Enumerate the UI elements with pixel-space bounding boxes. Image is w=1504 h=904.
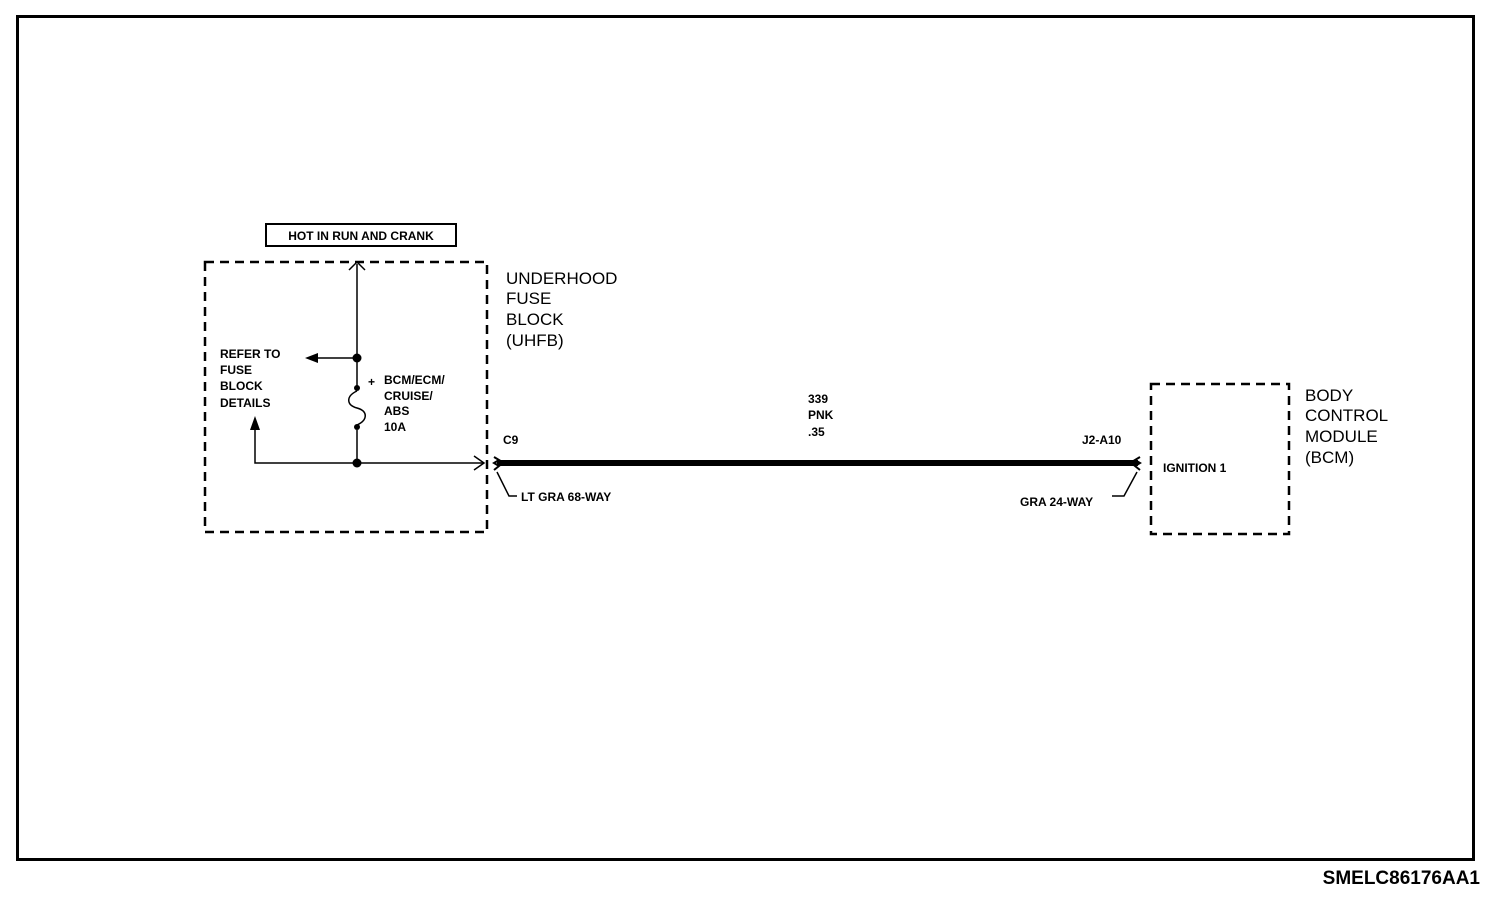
diagram-frame	[16, 15, 1475, 861]
feed-arrow-icon	[348, 260, 366, 271]
fuse-label-3: ABS	[384, 404, 409, 418]
drawing-code: SMELC86176AA1	[1322, 868, 1480, 889]
return-arrow-icon	[250, 416, 260, 430]
connector-j2-icon	[1133, 456, 1142, 471]
refer-label-3: BLOCK	[220, 379, 263, 393]
connector-c9-desc: LT GRA 68-WAY	[521, 490, 611, 504]
refer-arrow-icon	[305, 353, 318, 363]
connector-j2-pin: J2-A10	[1082, 433, 1122, 447]
fuse-terminal-bottom	[354, 424, 360, 430]
connector-j2-leader	[1112, 471, 1138, 497]
bcm-input-label: IGNITION 1	[1163, 461, 1227, 475]
connector-c9-pin: C9	[503, 433, 519, 447]
bcm-title-1: BODY	[1305, 386, 1353, 405]
fuse-label-2: CRUISE/	[384, 389, 433, 403]
hot-label: HOT IN RUN AND CRANK	[288, 229, 434, 243]
wire-gauge: .35	[808, 425, 825, 439]
fuse-terminal-top	[354, 385, 360, 391]
fuse-block-title-3: BLOCK	[506, 310, 564, 329]
fuse-icon	[348, 390, 366, 426]
hot-label-box	[265, 223, 457, 247]
output-arrow-icon	[473, 455, 486, 471]
fuse-block-title-4: (UHFB)	[506, 331, 564, 350]
bcm-title-3: MODULE	[1305, 427, 1378, 446]
refer-label-1: REFER TO	[220, 347, 280, 361]
fuse-block-title-2: FUSE	[506, 289, 551, 308]
bcm-title-4: (BCM)	[1305, 448, 1354, 467]
wire-circuit: 339	[808, 392, 828, 406]
fuse-block-outline	[203, 260, 489, 534]
bcm-outline	[1149, 382, 1291, 536]
fuse-block-title-1: UNDERHOOD	[506, 269, 617, 288]
refer-label-4: DETAILS	[220, 396, 270, 410]
fuse-label-1: BCM/ECM/	[384, 373, 445, 387]
fuse-label-4: 10A	[384, 420, 406, 434]
return-wire	[254, 428, 357, 464]
bcm-title-2: CONTROL	[1305, 406, 1388, 425]
fuse-plus: +	[368, 375, 375, 389]
connector-c9-icon	[492, 456, 501, 471]
connector-j2-desc: GRA 24-WAY	[1020, 495, 1093, 509]
refer-label-2: FUSE	[220, 363, 252, 377]
wire-color: PNK	[808, 408, 834, 422]
connector-c9-leader	[496, 471, 517, 497]
